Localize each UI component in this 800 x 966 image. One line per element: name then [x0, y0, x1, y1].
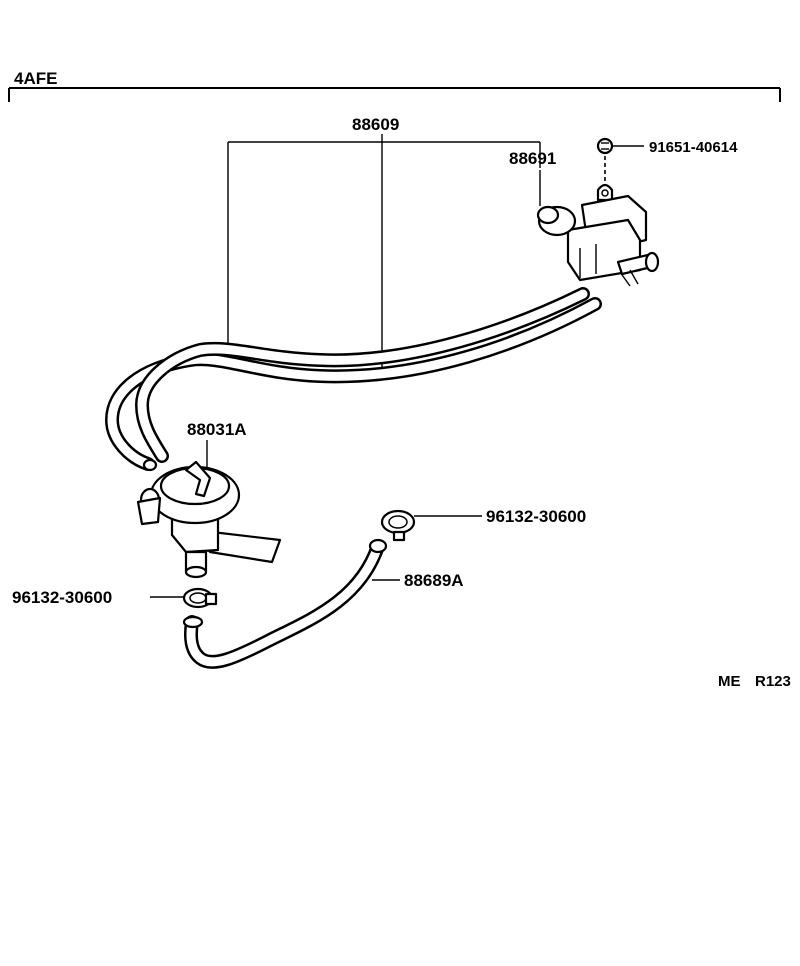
clamp-left-label: 96132-30600: [12, 588, 112, 607]
hose-assembly-leaders: [227, 134, 541, 376]
bolt-label: 91651-40614: [649, 139, 738, 156]
valve-part: [136, 460, 282, 579]
vsv-part: [536, 183, 660, 287]
clamp-right-part: [380, 509, 482, 542]
diagram-code-left: ME: [718, 673, 741, 690]
section-bracket: [8, 87, 781, 102]
clamp-left-part: [150, 587, 218, 609]
vsv-label: 88691: [509, 149, 556, 168]
engine-code-label: 4AFE: [14, 69, 57, 88]
hose-assembly-part: [105, 287, 602, 472]
diagram-code-right: R123: [755, 673, 791, 690]
bolt-part: [596, 137, 644, 186]
hose-lower-label: 88689A: [404, 571, 464, 590]
valve-label: 88031A: [187, 420, 247, 439]
clamp-right-label: 96132-30600: [486, 507, 586, 526]
hose-lower-part: [182, 538, 400, 669]
hose-assembly-label: 88609: [352, 115, 399, 134]
